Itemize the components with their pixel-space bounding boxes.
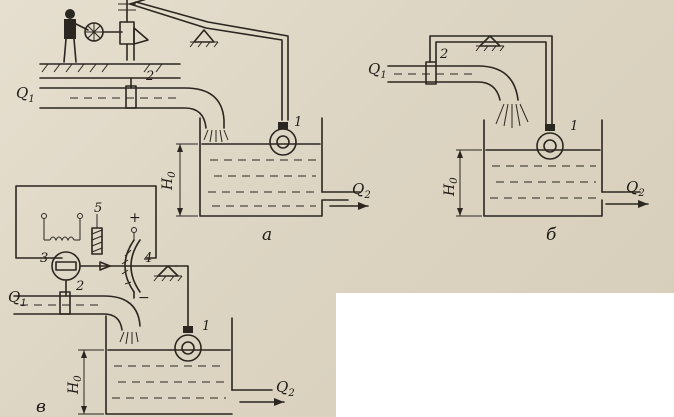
- platform-hatch: [41, 63, 163, 73]
- level-label-c: H0: [66, 375, 84, 395]
- pivot-support-b: [475, 35, 505, 52]
- level-label-b: H0: [442, 177, 460, 197]
- valve-2-c: [59, 291, 71, 315]
- handwheel-icon: [84, 22, 104, 42]
- sensor-1-c: [174, 326, 202, 362]
- outflow-c-arrowhead: [274, 398, 284, 406]
- linkage-b-outer: [429, 35, 553, 125]
- spray-a: [203, 129, 229, 143]
- rheostat-label-c: 4: [143, 251, 152, 266]
- inflow-pipe-bottom: [39, 107, 207, 129]
- gear-drive: [118, 0, 149, 45]
- outflow-label-a: Q2: [352, 180, 371, 201]
- coil-5: [41, 213, 83, 242]
- level-label-a: H0: [160, 171, 178, 191]
- control-frame: [15, 185, 157, 259]
- pointer-tip: [129, 0, 147, 5]
- inflow-pipe-c-bottom: [13, 313, 123, 331]
- outflow-a-arrowhead: [358, 202, 368, 210]
- water-waves-a: [208, 159, 316, 207]
- spray-b: [495, 103, 529, 128]
- inflow-pipe-c-top: [13, 295, 141, 327]
- level-dimension-b: [456, 149, 482, 217]
- coil-label-c: 5: [94, 201, 102, 216]
- tank-a-wall: [199, 117, 349, 217]
- inflow-label-a: Q1: [16, 84, 35, 105]
- tank-c-wall: [105, 315, 233, 415]
- outflow-b-arrowhead: [638, 200, 648, 208]
- scheme-b: [387, 35, 649, 217]
- pivot-support-c: [153, 265, 183, 282]
- sensor-label-a: 1: [294, 115, 302, 130]
- inflow-pipe-top: [39, 87, 225, 129]
- spray-c: [119, 331, 139, 345]
- water-waves-b: [490, 165, 596, 199]
- scheme-c: [13, 185, 285, 415]
- resistor-5: [91, 214, 103, 255]
- inflow-pipe-b-top: [387, 65, 519, 101]
- rheostat-4: [121, 227, 141, 299]
- valve-label-c: 2: [75, 279, 84, 294]
- valve-2-b: [425, 61, 437, 85]
- sensor-1-b: [536, 124, 564, 160]
- pivot-support: [189, 29, 219, 48]
- inflow-label-c: Q1: [8, 288, 27, 309]
- motor-label-c: 3: [40, 251, 48, 266]
- inflow-label-b: Q1: [368, 60, 387, 81]
- scheme-a: [39, 0, 369, 217]
- linkage-b-inner: [435, 41, 547, 125]
- valve-label-a: 2: [145, 69, 154, 84]
- water-waves-c: [112, 365, 226, 399]
- valve-2: [125, 85, 137, 109]
- valve-label-b: 2: [439, 47, 448, 62]
- scheme-label-b: б: [546, 225, 557, 245]
- scheme-label-a: а: [262, 225, 272, 245]
- sensor-label-c: 1: [202, 319, 210, 334]
- blank-corner: [336, 293, 674, 417]
- sensor-label-b: 1: [570, 119, 578, 134]
- sensor-1-a: [269, 122, 297, 156]
- outflow-label-b: Q2: [626, 178, 645, 199]
- motor-3: [51, 251, 111, 281]
- outflow-label-c: Q2: [276, 378, 295, 399]
- level-dimension-a: [176, 143, 198, 217]
- float-rod-c: [175, 265, 189, 327]
- operator-figure: [63, 9, 89, 63]
- level-dimension-c: [78, 349, 104, 415]
- inflow-pipe-b-bottom: [387, 81, 501, 101]
- float-linkage-outer: [135, 1, 289, 121]
- float-linkage: [129, 3, 283, 121]
- scheme-label-c: в: [36, 397, 46, 417]
- tank-b-wall: [483, 119, 603, 217]
- minus-label-c: −: [138, 290, 150, 306]
- plus-label-c: +: [129, 210, 141, 226]
